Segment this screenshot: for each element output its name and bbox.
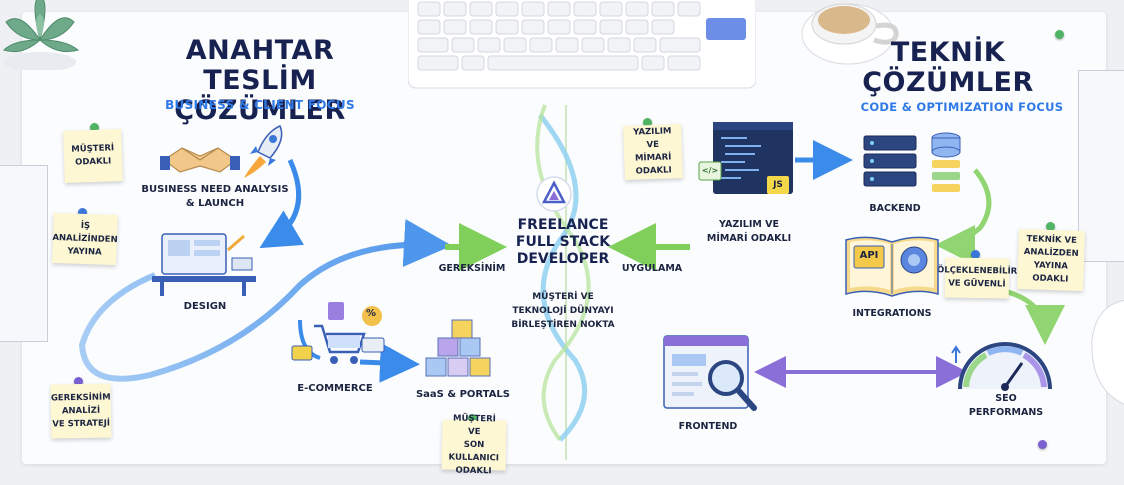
center-subtitle: MÜŞTERİ VE TEKNOLOJİ DÜNYAYI BİRLEŞTİREN… [511,292,615,330]
percent-icon: % [366,308,377,319]
frontend-label: FRONTEND [678,421,738,432]
business-label: BUSINESS NEED ANALYSIS & LAUNCH [141,184,289,209]
code-editor-icon: </> JS [697,120,797,200]
js-badge-icon: JS [773,180,783,190]
left-title: ANAHTAR TESLİM ÇÖZÜMLER [140,36,380,126]
right-title-line1: TEKNİK [890,37,1006,68]
backend-label: BACKEND [869,203,921,214]
note-tech-analysis-release: TEKNİK VE ANALİZDEN YAYINA ODAKLI [1016,228,1086,292]
requirements-arrow-label: GEREKSİNİM [438,263,506,274]
right-title: TEKNİK ÇÖZÜMLER [858,38,1038,98]
design-desk-icon [148,230,258,298]
saas-label: SaaS & PORTALS [415,389,511,400]
pin-purple [74,377,83,386]
cubes-icon [422,316,502,384]
mouse-icon [1086,300,1124,410]
pin-green [1046,222,1055,231]
seo-label: SEO PERFORMANS [968,393,1044,418]
api-book-icon: API [842,228,942,300]
pin-green [1055,30,1064,39]
server-database-icon [860,126,970,198]
developer-logo-icon [535,175,573,213]
left-title-line1: ANAHTAR TESLİM [185,35,335,96]
shopping-cart-icon: % [288,300,388,368]
pin-blue [971,250,980,259]
pin-green [468,414,477,423]
left-subtitle: BUSINESS & CLIENT FOCUS [165,98,355,112]
pin-green [643,118,652,127]
ecommerce-label: E-COMMERCE [297,383,373,394]
note-software-architecture: YAZILIM VE MİMARİ ODAKLI [623,124,683,180]
speed-gauge-icon [950,333,1060,393]
pin-purple [1038,440,1047,449]
note-analysis-to-release: İŞ ANALİZİNDEN YAYINA [52,212,118,266]
center-title: FREELANCE FULL STACK DEVELOPER [515,217,611,267]
architecture-label: YAZILIM VE MİMARİ ODAKLI [706,219,792,244]
design-label: DESIGN [183,301,227,312]
pin-blue [78,208,87,217]
right-title-line2: ÇÖZÜMLER [862,67,1034,98]
note-customer-focused: MÜŞTERİ ODAKLI [63,129,123,183]
api-text-icon: API [859,250,879,261]
left-title-line2: ÇÖZÜMLER [174,95,346,126]
pin-green [90,123,99,132]
rocket-icon [240,122,290,182]
succulent-plant-icon [0,0,80,70]
note-scalable-secure: ÖLÇEKLENEBİLİR VE GÜVENLİ [937,257,1017,299]
coffee-cup-icon [798,0,908,66]
browser-window-icon [662,332,762,414]
code-tag-icon: </> [701,166,719,175]
handshake-icon [160,130,240,180]
note-customer-enduser: MÜŞTERİ VE SON KULLANICI ODAKLI [441,413,507,476]
implementation-arrow-label: UYGULAMA [621,263,683,274]
wireframe-sketch-left [0,165,48,342]
right-subtitle: CODE & OPTIMIZATION FOCUS [860,100,1064,114]
wireframe-sketch-right [1078,70,1124,262]
keyboard-icon [408,0,756,90]
note-requirements-strategy: GEREKSİNİM ANALİZİ VE STRATEJİ [50,383,112,439]
integrations-label: INTEGRATIONS [852,308,932,319]
